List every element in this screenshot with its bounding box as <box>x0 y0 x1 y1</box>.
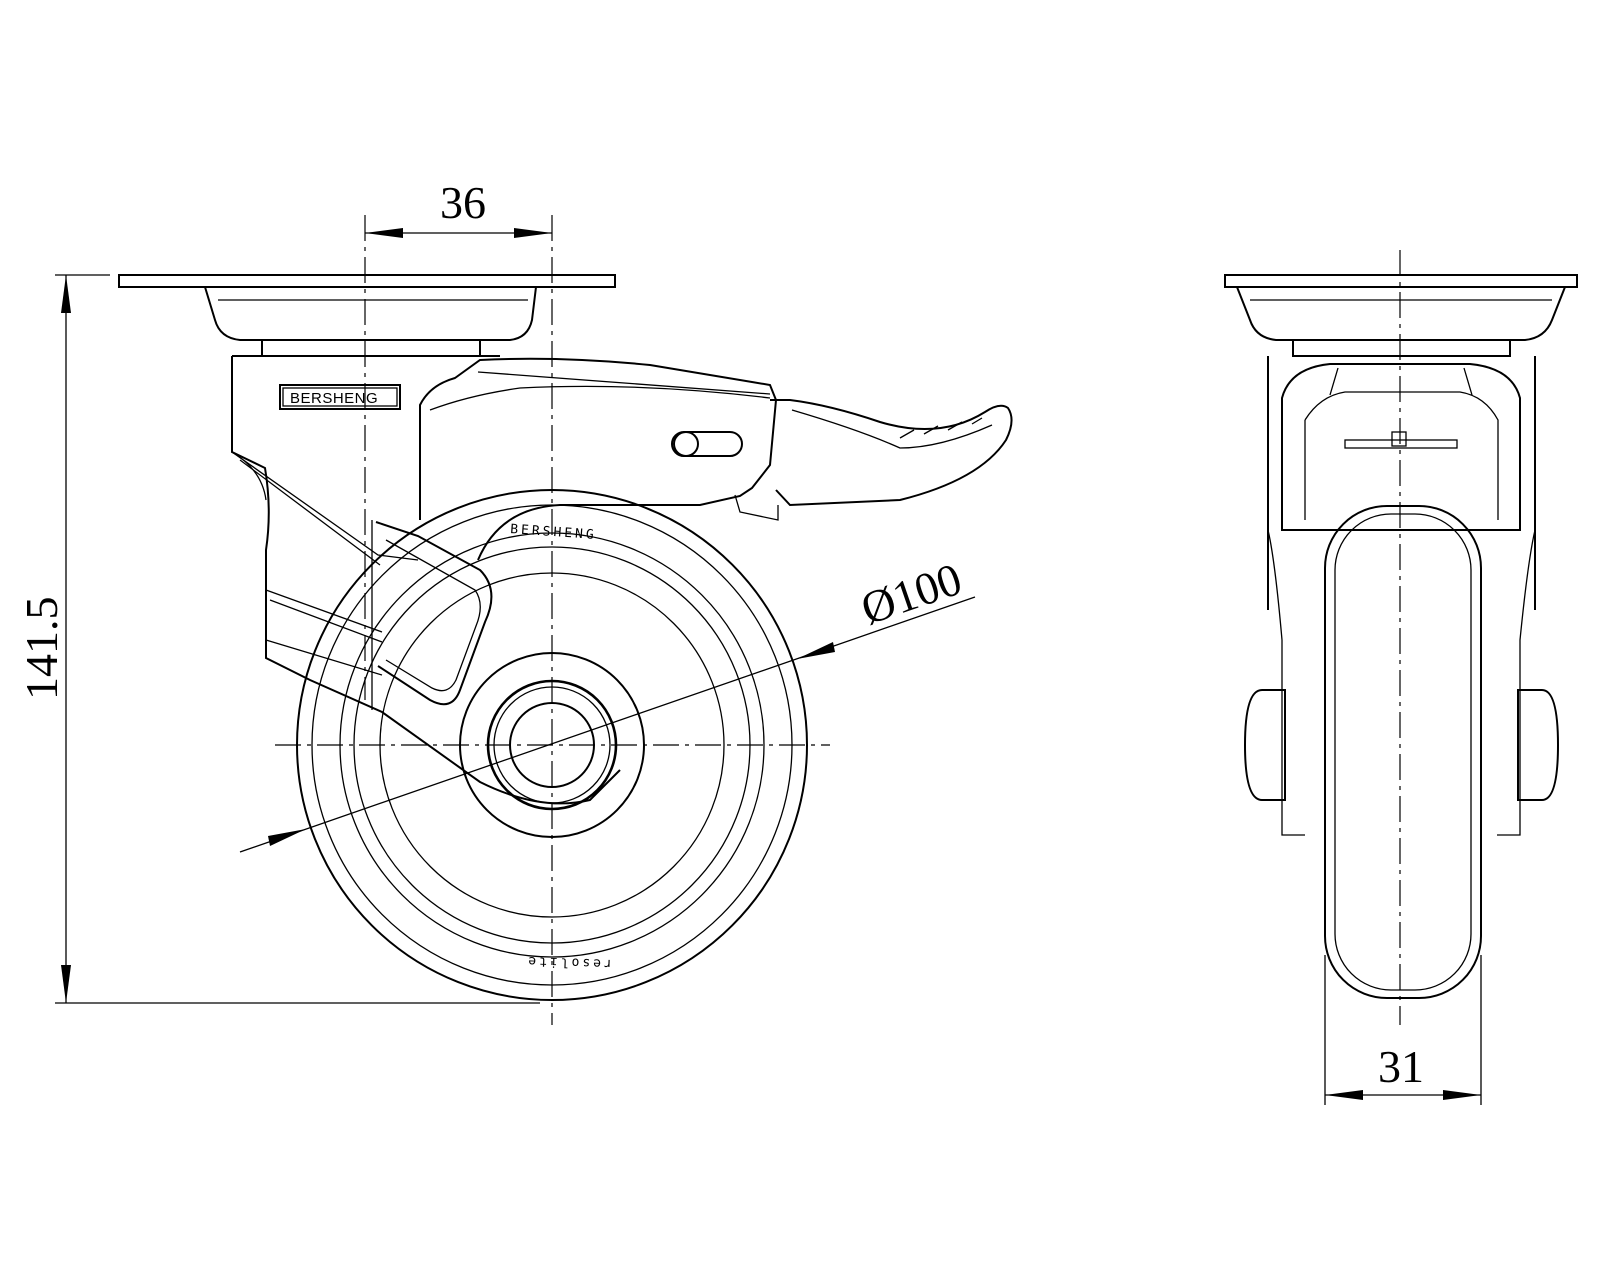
front-left-hubcap <box>1243 689 1286 801</box>
front-view: 31 <box>1224 250 1578 1105</box>
dimension-width-label: 31 <box>1378 1041 1424 1092</box>
dimension-width: 31 <box>1324 955 1482 1105</box>
front-right-hubcap <box>1517 689 1560 801</box>
dimension-height: 141.5 <box>16 274 540 1004</box>
dimension-diameter-label: Ø100 <box>855 553 968 635</box>
wheel-mark-label: resolite <box>525 953 612 971</box>
brake-slot <box>671 431 743 457</box>
side-view: BERSHENG BERSHENG resolite <box>16 177 1013 1025</box>
front-wheel <box>1324 505 1482 999</box>
dimension-offset-label: 36 <box>440 177 486 228</box>
brake-pedal <box>770 399 1013 507</box>
top-plate <box>118 274 616 288</box>
front-fork <box>1267 356 1536 610</box>
brake-pin <box>673 431 699 457</box>
fork-slot <box>375 521 493 706</box>
fork-body <box>231 355 621 805</box>
plate-dish <box>204 286 537 341</box>
brand-body-label: BERSHENG <box>290 390 378 407</box>
front-brake-hood <box>1281 363 1521 531</box>
brand-wheel-label: BERSHENG <box>510 522 597 543</box>
dimension-height-label: 141.5 <box>16 597 67 701</box>
dimension-diameter: Ø100 <box>239 553 976 853</box>
dimension-offset: 36 <box>365 177 552 238</box>
brand-badge <box>279 384 401 410</box>
brake-housing <box>419 357 778 561</box>
swivel-collar <box>261 340 481 357</box>
front-top-plate <box>1224 274 1578 288</box>
